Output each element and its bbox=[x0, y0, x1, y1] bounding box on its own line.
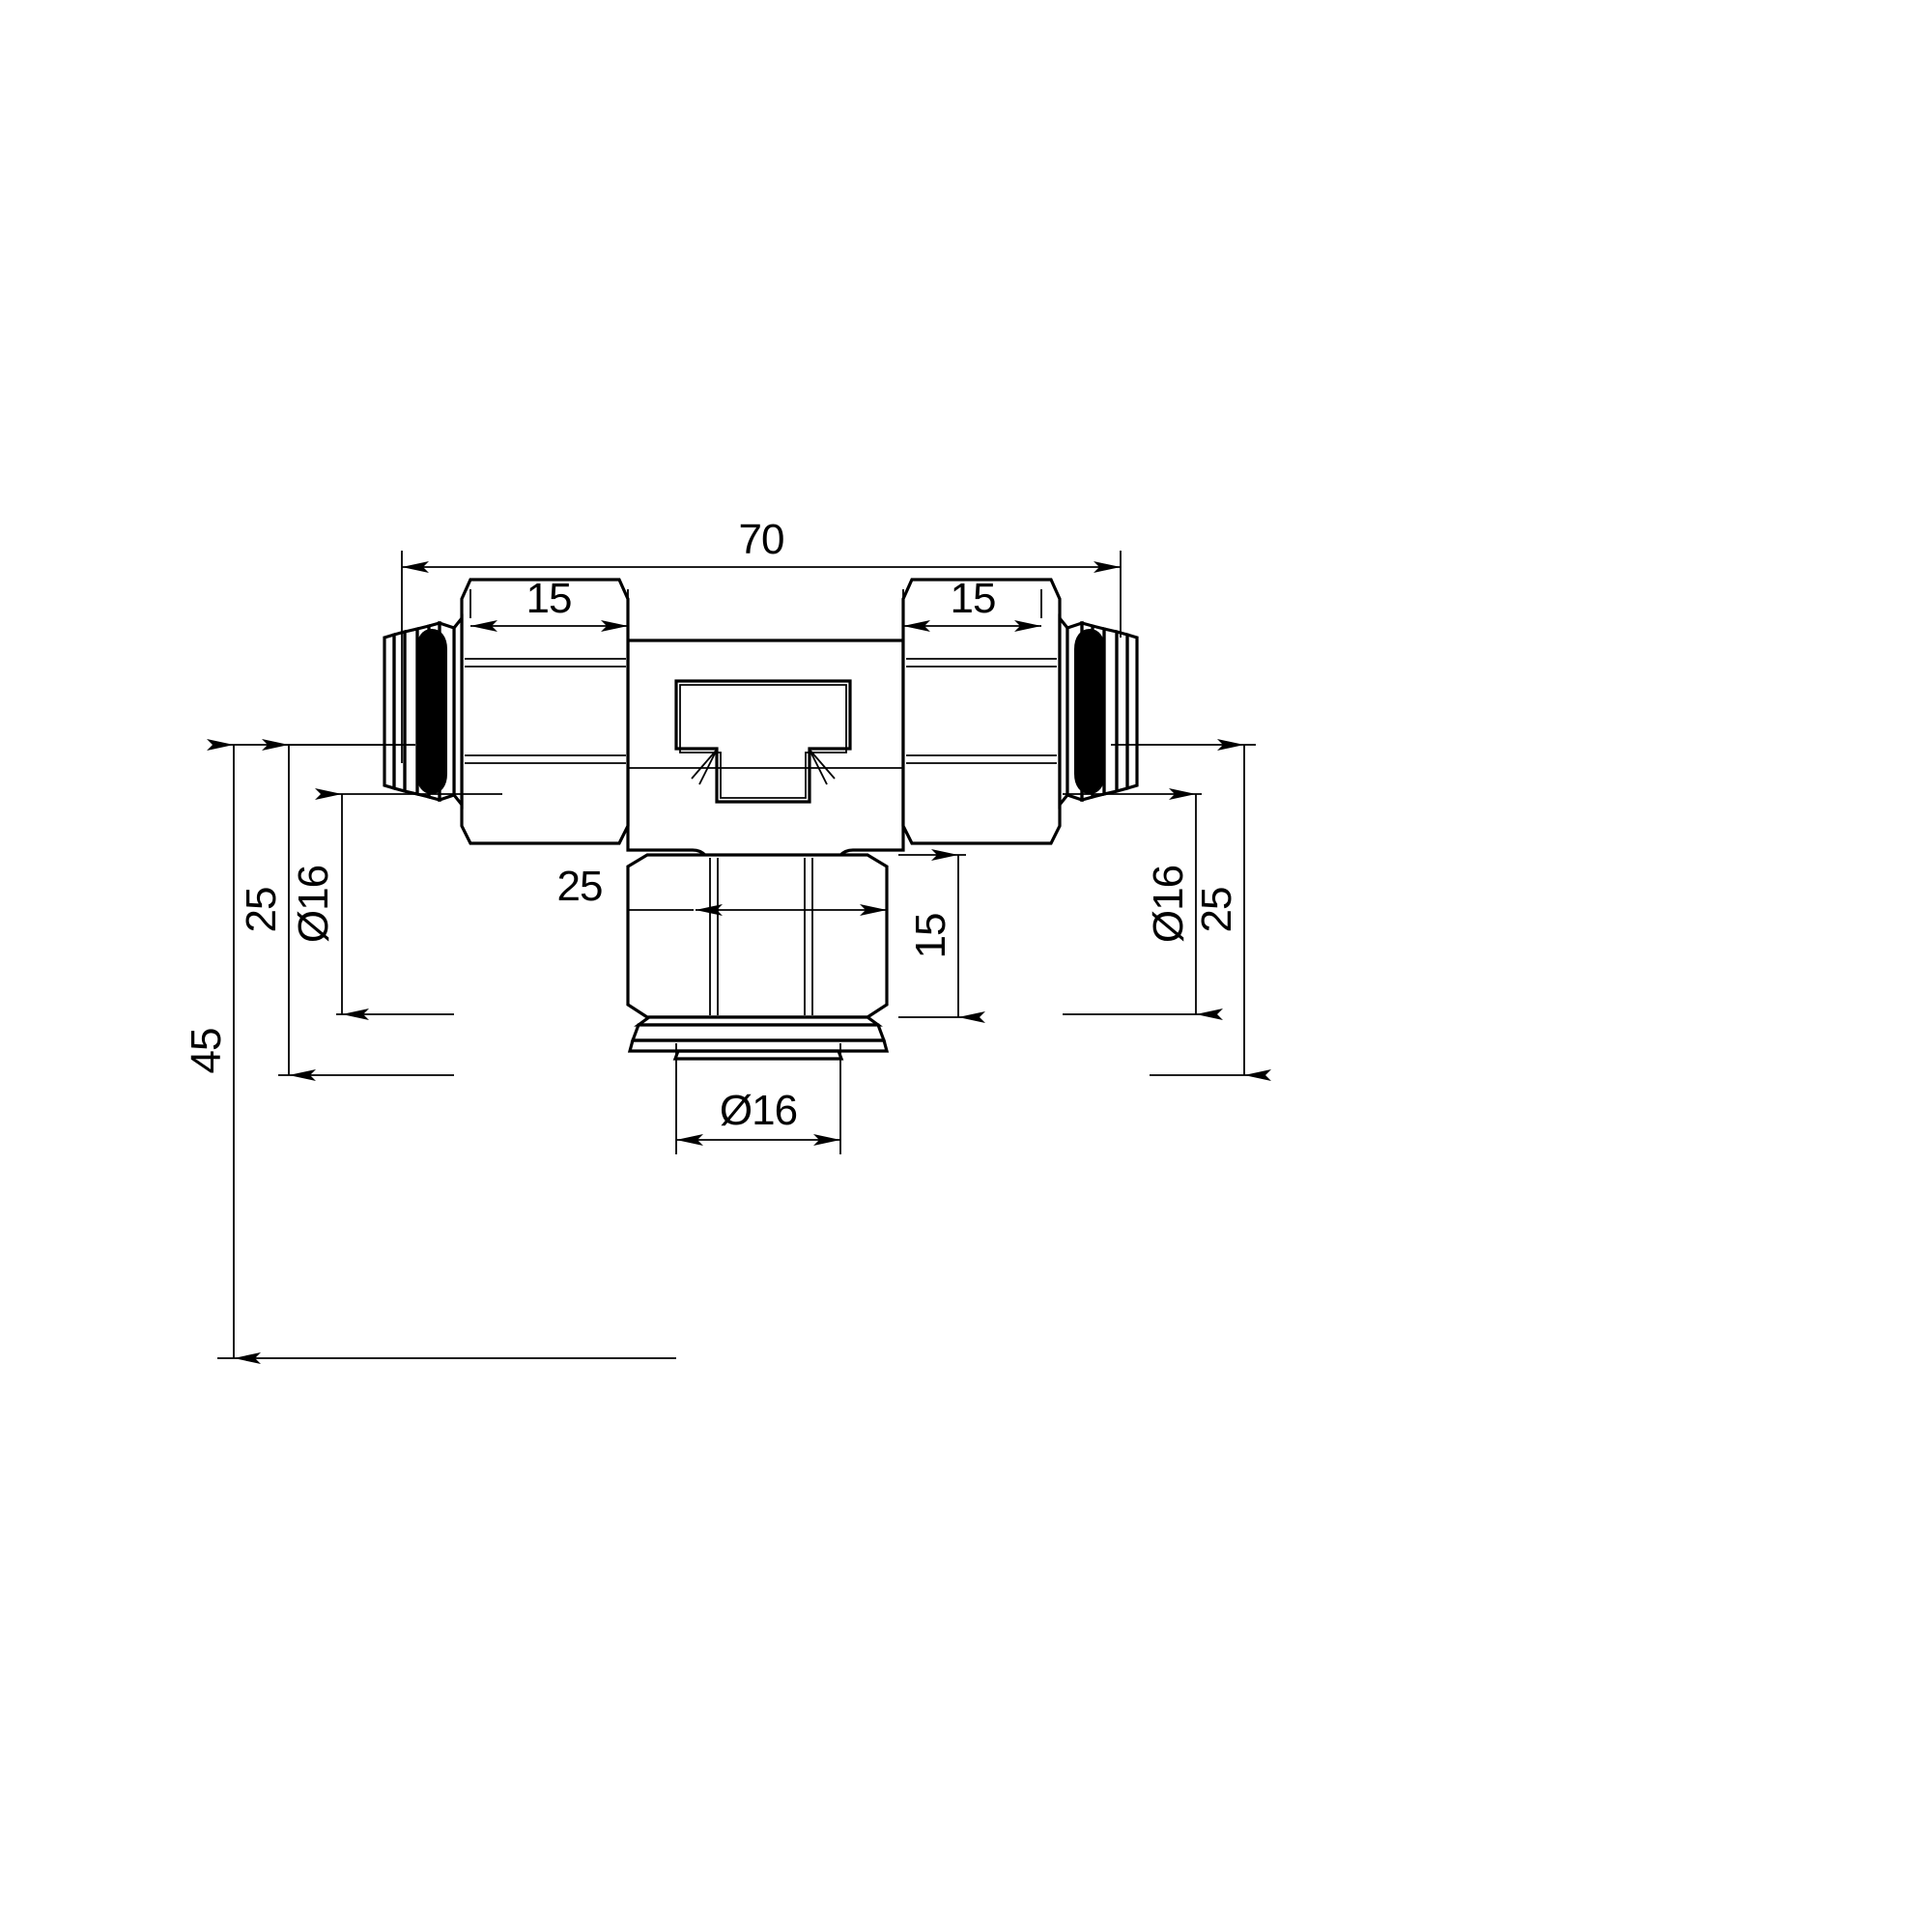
dim-label-right-hex-length: 15 bbox=[951, 575, 996, 622]
dim-right-hex-length: 15 bbox=[902, 575, 1042, 632]
dim-overall-height: 45 bbox=[183, 739, 676, 1364]
left-port-assembly bbox=[383, 578, 630, 845]
dim-label-right-bore-diameter: Ø16 bbox=[1145, 866, 1192, 943]
dim-overall-width: 70 bbox=[401, 516, 1122, 763]
dim-label-branch-bore-diameter: Ø16 bbox=[720, 1087, 797, 1134]
dim-branch-bore-diameter: Ø16 bbox=[675, 1043, 841, 1154]
dim-label-right-port-height: 25 bbox=[1193, 888, 1240, 933]
dim-label-branch-hex-width: 25 bbox=[557, 863, 603, 910]
bottom-branch-assembly bbox=[626, 853, 890, 1061]
dim-branch-hex-width: 25 bbox=[557, 863, 888, 976]
dim-label-branch-hex-length: 15 bbox=[907, 914, 954, 959]
dim-label-overall-height: 45 bbox=[183, 1029, 230, 1074]
dim-right-bore-diameter: Ø16 bbox=[1063, 788, 1223, 1020]
dimension-annotations: 70 15 15 45 bbox=[183, 516, 1271, 1364]
dim-branch-hex-length: 15 bbox=[898, 849, 985, 1023]
dim-label-overall-width: 70 bbox=[739, 516, 784, 563]
dim-left-port-height: 25 bbox=[238, 739, 454, 1081]
part-geometry bbox=[383, 578, 1139, 1061]
dim-label-left-port-height: 25 bbox=[238, 888, 285, 933]
dim-label-left-bore-diameter: Ø16 bbox=[290, 866, 337, 943]
dim-label-left-hex-length: 15 bbox=[526, 575, 572, 622]
center-bore-cavity bbox=[674, 679, 852, 804]
right-port-assembly bbox=[901, 578, 1139, 845]
dim-left-bore-diameter: Ø16 bbox=[290, 788, 502, 1020]
dim-left-hex-length: 15 bbox=[469, 575, 629, 632]
